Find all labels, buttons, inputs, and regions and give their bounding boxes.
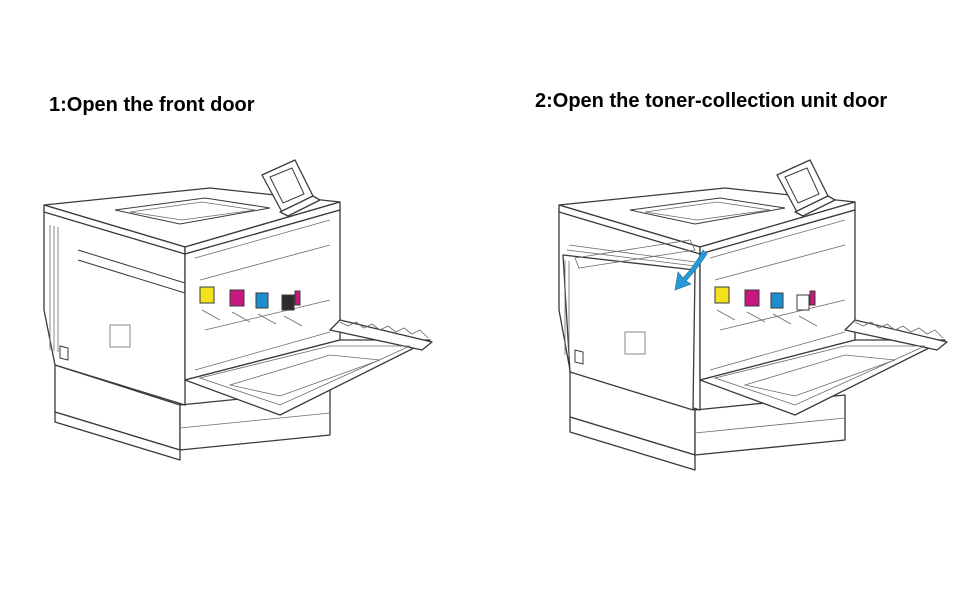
printer-front-door-open-illustration <box>30 150 450 470</box>
step-1-title: 1:Open the front door <box>49 94 255 116</box>
printer-toner-collection-door-open-illustration <box>545 150 965 490</box>
arrow-icon <box>674 249 708 291</box>
step-2-title: 2:Open the toner-collection unit door <box>535 90 888 112</box>
